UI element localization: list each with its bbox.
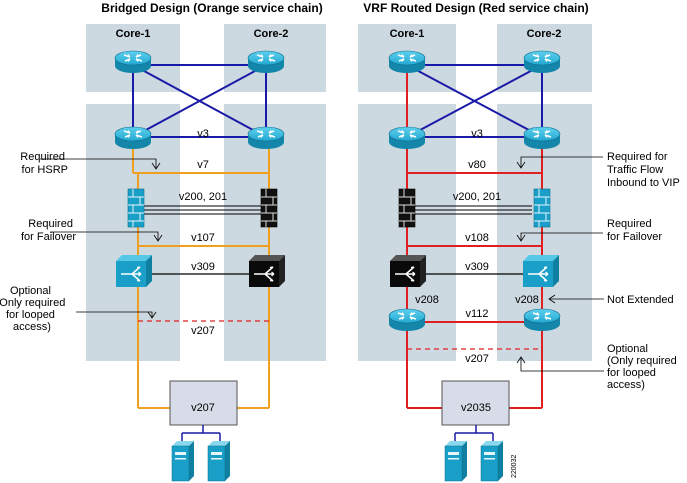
core1-router-icon — [114, 50, 152, 74]
note-optional: Optional (Only required for looped acces… — [607, 343, 680, 391]
vlan-label: v207 — [191, 325, 215, 337]
access-switch-box — [441, 380, 510, 426]
arrowhead-icon — [153, 234, 163, 242]
agg1-router-icon — [388, 126, 426, 150]
vlan-label: v208 — [515, 294, 539, 306]
bridged-title: Bridged Design (Orange service chain) — [101, 1, 322, 15]
server-icon — [171, 440, 195, 482]
core2-router-icon — [247, 50, 285, 74]
active-firewall-icon — [127, 188, 145, 228]
vlan-label: v208 — [415, 294, 439, 306]
server-links — [181, 425, 221, 446]
vlan-label: v108 — [465, 232, 489, 244]
vlan-label: v309 — [191, 261, 215, 273]
arrowhead-icon — [516, 356, 526, 364]
note-traffic-flow: Required for Traffic Flow Inbound to VIP — [607, 151, 680, 189]
vrf-title: VRF Routed Design (Red service chain) — [363, 1, 588, 15]
arrowhead-icon — [548, 294, 556, 304]
firewall-links — [143, 205, 262, 215]
active-firewall-icon — [533, 188, 551, 228]
vlan-label: v3 — [197, 128, 209, 140]
note-failover: Required for Failover — [21, 218, 76, 243]
core-links — [406, 64, 543, 138]
arrowhead-icon — [516, 234, 526, 242]
core2-router-icon — [523, 50, 561, 74]
note-hsrp-leader — [40, 158, 157, 168]
note-not-extended: Not Extended — [607, 294, 674, 306]
vlan-label: v309 — [465, 261, 489, 273]
note-failover-leader — [50, 231, 159, 240]
agg1-router-icon — [114, 126, 152, 150]
standby-firewall-icon — [260, 188, 278, 228]
standby-firewall-icon — [398, 188, 416, 228]
standby-load-balancer-icon — [248, 254, 286, 288]
arrowhead-icon — [151, 162, 161, 170]
firewall-links — [414, 205, 532, 215]
server-icon — [207, 440, 231, 482]
note-optional-leader — [520, 358, 604, 372]
vlan-label: v200, 201 — [453, 191, 501, 203]
access-switch-box — [169, 380, 238, 426]
note-traffic-leader — [520, 156, 603, 167]
vlan-label: v112 — [465, 308, 488, 320]
core-links — [132, 64, 267, 138]
server-links — [454, 425, 494, 446]
core1-label: Core-1 — [116, 28, 151, 40]
agg2-router-icon — [523, 126, 561, 150]
note-optional-leader — [76, 311, 153, 317]
server-icon — [444, 440, 468, 482]
active-load-balancer-icon — [522, 254, 560, 288]
vlan-label: v7 — [197, 159, 209, 171]
vrf-router-right-icon — [523, 308, 561, 332]
standby-load-balancer-icon — [389, 254, 427, 288]
note-failover-leader — [520, 232, 603, 240]
figure-number: 220032 — [511, 455, 518, 478]
bridged-design: Bridged Design (Orange service chain) Co… — [0, 1, 326, 482]
active-load-balancer-icon — [115, 254, 153, 288]
note-hsrp: Required for HSRP — [20, 151, 68, 176]
access-box-label: v2035 — [461, 402, 491, 414]
core2-label: Core-2 — [527, 28, 562, 40]
note-failover: Required for Failover — [607, 218, 662, 243]
vlan-label: v200, 201 — [179, 191, 227, 203]
arrowhead-icon — [147, 311, 157, 319]
server-icon — [480, 440, 504, 482]
vlan-label: v80 — [468, 159, 486, 171]
agg2-router-icon — [247, 126, 285, 150]
core1-router-icon — [388, 50, 426, 74]
core1-label: Core-1 — [390, 28, 425, 40]
vrf-routed-design: VRF Routed Design (Red service chain) Co… — [358, 1, 680, 482]
vlan-label: v107 — [191, 232, 215, 244]
vlan-label: v3 — [471, 128, 483, 140]
core2-label: Core-2 — [254, 28, 289, 40]
access-box-label: v207 — [191, 402, 215, 414]
note-optional: Optional (Only required for looped acces… — [0, 285, 68, 333]
arrowhead-icon — [516, 161, 526, 169]
vrf-router-left-icon — [388, 308, 426, 332]
vlan-label: v207 — [465, 353, 489, 365]
